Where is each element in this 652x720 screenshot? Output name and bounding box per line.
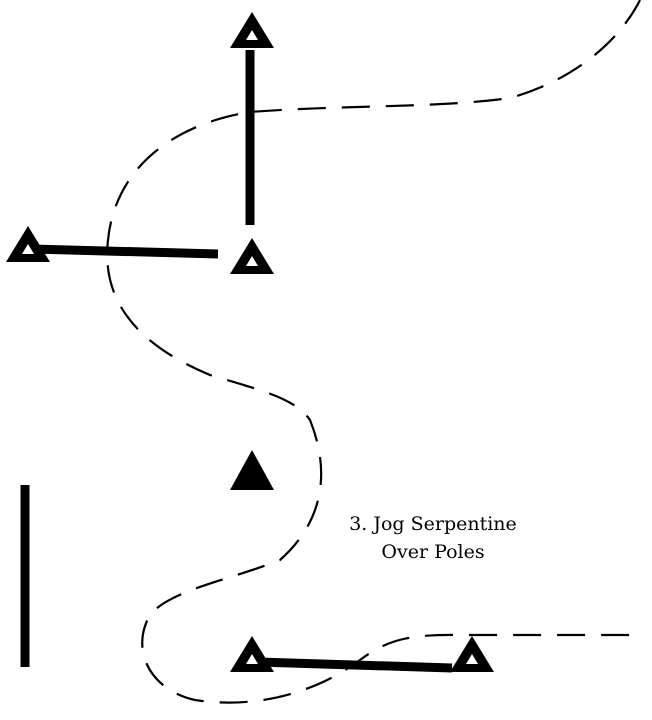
pole-horizontal-left xyxy=(31,244,219,259)
cone-triangle-icon xyxy=(230,12,274,48)
cone-triangle-icon xyxy=(230,636,274,672)
pole-horizontal-bottom xyxy=(257,657,453,673)
cone-triangle-icon xyxy=(230,238,274,274)
exercise-caption: 3. Jog Serpentine Over Poles xyxy=(342,510,524,566)
caption-subtitle: Over Poles xyxy=(381,541,485,563)
caption-title: 3. Jog Serpentine xyxy=(349,513,517,535)
dashed-serpentine-path xyxy=(106,0,641,704)
cone-triangle-icon xyxy=(450,636,494,672)
cone-triangle-icon xyxy=(6,226,50,262)
cone-triangle-icon xyxy=(230,450,274,490)
